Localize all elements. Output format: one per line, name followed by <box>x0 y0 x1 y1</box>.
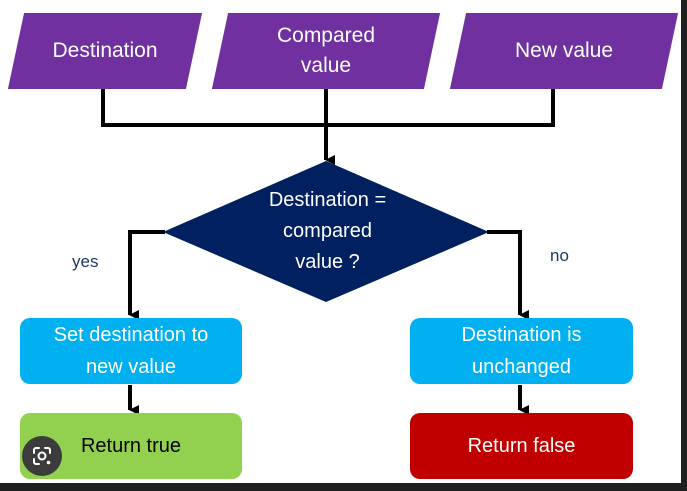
return-true-label: Return true <box>80 435 182 457</box>
input-new-value-label: New value <box>514 39 614 62</box>
decision-diamond <box>163 161 489 302</box>
input-compared-value-label: Compared value <box>277 21 375 81</box>
set-destination-line-1: Set destination to <box>53 324 209 346</box>
destination-unchanged-box: Destination is unchanged <box>410 318 633 384</box>
decision-text: Destination = compared value ? <box>225 185 430 278</box>
yes-branch-arrow <box>128 230 165 320</box>
compared-line-1: Compared <box>276 24 376 47</box>
lens-glyph <box>33 447 51 465</box>
input-new-value: New value <box>458 13 670 89</box>
input-compared-value: Compared value <box>220 13 432 89</box>
input-destination: Destination <box>16 13 194 89</box>
unchanged-line-2: unchanged <box>472 356 571 378</box>
return-false-box: Return false <box>410 413 633 479</box>
set-destination-line-2: new value <box>85 356 177 378</box>
decision-line-3: value ? <box>295 251 360 273</box>
yes-label: yes <box>72 252 99 271</box>
decision-line-1: Destination = <box>268 189 387 211</box>
decision-line-2: compared <box>283 220 372 242</box>
no-label: no <box>550 246 569 265</box>
unchanged-line-1: Destination is <box>461 324 582 346</box>
connector-lines <box>101 89 555 415</box>
no-branch-arrow <box>487 230 529 320</box>
flowchart-canvas: Destination Compared value New value Des… <box>0 0 681 483</box>
compared-line-2: value <box>300 54 352 77</box>
return-false-label: Return false <box>467 435 576 457</box>
input-destination-label: Destination <box>52 39 158 62</box>
lens-search-icon[interactable] <box>22 436 62 476</box>
set-destination-box: Set destination to new value <box>20 318 242 384</box>
